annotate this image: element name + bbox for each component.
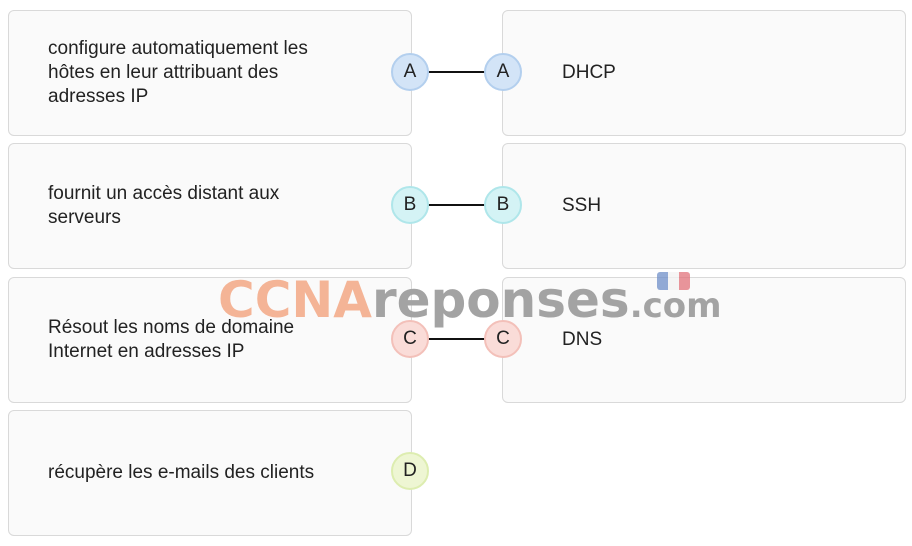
left-card-c[interactable]: Résout les noms de domaine Internet en a… bbox=[8, 277, 412, 403]
flag-stripe-white bbox=[668, 272, 679, 290]
right-card-b-text: SSH bbox=[562, 195, 602, 216]
right-badge-a[interactable]: A bbox=[484, 53, 522, 91]
left-card-d[interactable]: récupère les e-mails des clients bbox=[8, 410, 412, 536]
left-badge-d-letter: D bbox=[403, 460, 417, 481]
right-card-c[interactable]: DNS bbox=[502, 277, 906, 403]
left-card-a[interactable]: configure automatiquement les hôtes en l… bbox=[8, 10, 412, 136]
left-badge-c[interactable]: C bbox=[391, 320, 429, 358]
right-badge-b[interactable]: B bbox=[484, 186, 522, 224]
left-badge-a[interactable]: A bbox=[391, 53, 429, 91]
right-badge-c[interactable]: C bbox=[484, 320, 522, 358]
connector-line-c bbox=[428, 338, 485, 340]
right-card-c-text: DNS bbox=[562, 329, 603, 350]
left-badge-a-letter: A bbox=[403, 61, 417, 82]
left-badge-b[interactable]: B bbox=[391, 186, 429, 224]
left-badge-b-letter: B bbox=[403, 194, 417, 215]
right-badge-a-letter: A bbox=[496, 61, 510, 82]
left-card-d-text: récupère les e-mails des clients bbox=[48, 462, 315, 483]
left-card-a-text: configure automatiquement les hôtes en l… bbox=[48, 38, 308, 107]
right-badge-b-letter: B bbox=[496, 194, 510, 215]
french-flag-icon bbox=[657, 272, 690, 290]
left-card-b-text: fournit un accès distant aux serveurs bbox=[48, 183, 280, 228]
right-card-a[interactable]: DHCP bbox=[502, 10, 906, 136]
left-badge-c-letter: C bbox=[403, 328, 417, 349]
flag-stripe-blue bbox=[657, 272, 668, 290]
connector-line-b bbox=[428, 204, 485, 206]
connector-line-a bbox=[428, 71, 485, 73]
left-card-c-text: Résout les noms de domaine Internet en a… bbox=[48, 317, 295, 362]
flag-stripe-red bbox=[679, 272, 690, 290]
right-badge-c-letter: C bbox=[496, 328, 510, 349]
left-badge-d[interactable]: D bbox=[391, 452, 429, 490]
left-card-b[interactable]: fournit un accès distant aux serveurs bbox=[8, 143, 412, 269]
right-card-b[interactable]: SSH bbox=[502, 143, 906, 269]
right-card-a-text: DHCP bbox=[562, 62, 616, 83]
